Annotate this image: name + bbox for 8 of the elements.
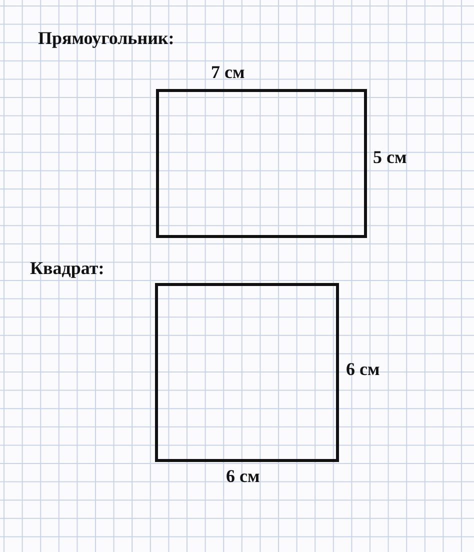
shape-heading: Прямоугольник: <box>38 29 174 47</box>
shape-heading: Квадрат: <box>30 259 104 277</box>
dimension-label: 5 см <box>373 148 407 166</box>
dimension-label: 7 см <box>211 63 245 81</box>
dimension-label: 6 см <box>226 467 260 485</box>
rectangle-drawing <box>156 89 367 238</box>
rectangle-drawing <box>155 283 339 462</box>
dimension-label: 6 см <box>346 360 380 378</box>
